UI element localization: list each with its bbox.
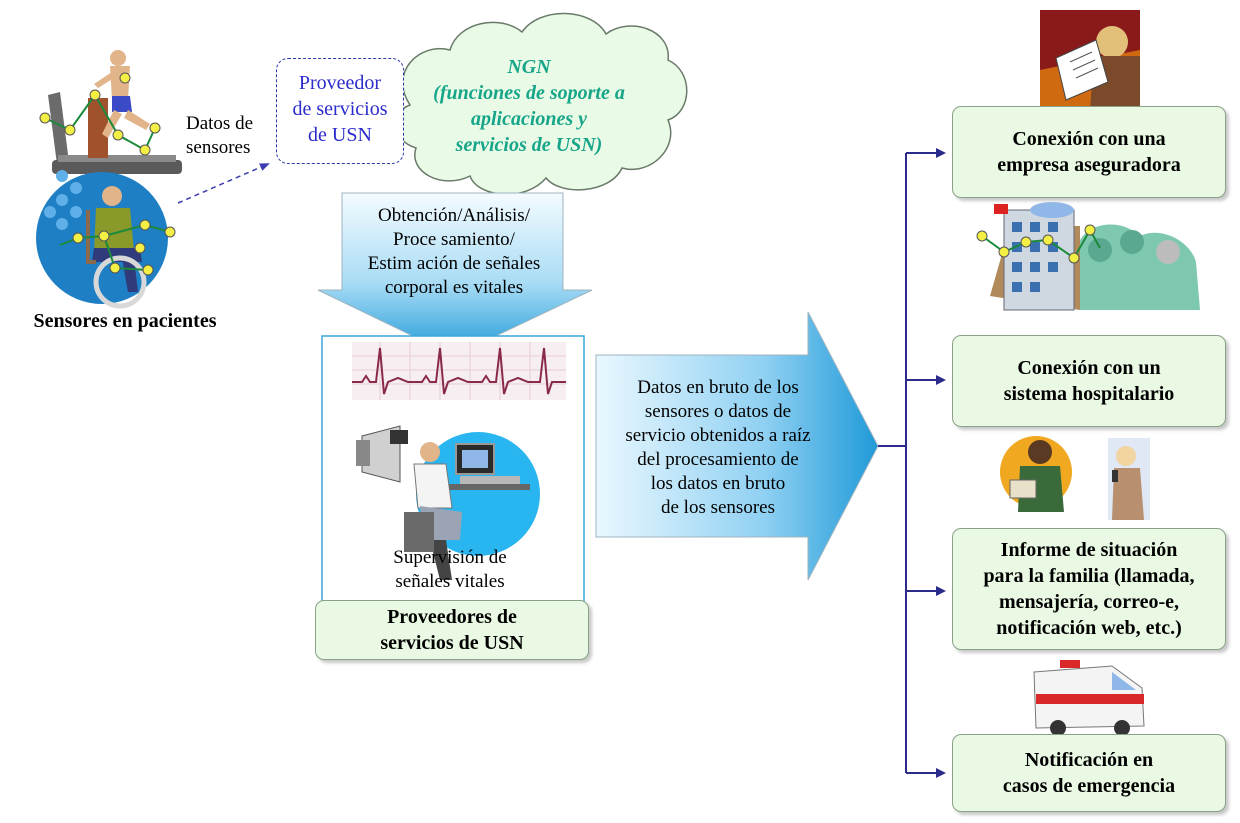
processing-line: corporal es vitales [384, 277, 524, 298]
processing-label: Obtención/Análisis/ Proce samiento/ Esti… [326, 204, 582, 300]
sensor-data-arrow [177, 163, 270, 204]
ecg-strip-icon [352, 342, 566, 400]
monitoring-caption: Supervisión de señales vitales [340, 546, 560, 594]
monitoring-caption-line: señales vitales [395, 571, 505, 592]
output-line: Conexión con una [1012, 128, 1166, 150]
ngn-cloud-line: NGN [507, 56, 551, 78]
data-flow-right-arrow [595, 311, 879, 581]
output-line: Conexión con un [1017, 357, 1161, 379]
processing-line: Obtención/Análisis/ [378, 205, 530, 226]
usn-providers-line: servicios de USN [380, 632, 524, 654]
usn-provider-line: de servicios [292, 98, 388, 120]
output-line: sistema hospitalario [1003, 383, 1175, 405]
wheelchair-patient-icon [36, 170, 176, 309]
usn-providers-box: Proveedores de servicios de USN [315, 600, 589, 660]
output-line: notificación web, etc.) [996, 617, 1182, 639]
processing-down-arrow [317, 192, 593, 357]
usn-provider-line: de USN [308, 124, 372, 146]
output-line: Notificación en [1024, 749, 1154, 771]
ngn-cloud-line: (funciones de soporte a [433, 82, 625, 104]
raw-data-line: servicio obtenidos a raíz [625, 425, 811, 446]
raw-data-line: sensores o datos de [644, 401, 792, 422]
ngn-cloud-label: NGN (funciones de soporte a aplicaciones… [398, 54, 660, 158]
raw-data-label: Datos en bruto de los sensores o datos d… [598, 376, 838, 520]
sensor-data-label: Datos de sensores [186, 112, 286, 160]
ngn-cloud [394, 12, 688, 196]
usn-provider-box [276, 58, 404, 164]
ambulance-icon [1033, 660, 1145, 736]
monitoring-caption-line: Supervisión de [393, 547, 507, 568]
distribution-connector [878, 148, 946, 778]
treadmill-patient-icon [39, 50, 182, 174]
output-line: Informe de situación [1000, 539, 1178, 561]
output-line: empresa aseguradora [997, 154, 1181, 176]
usn-provider-line: Proveedor [298, 72, 382, 94]
emergency-notification-box: Notificación en casos de emergencia [952, 734, 1226, 812]
insurance-agent-icon [1040, 10, 1140, 110]
raw-data-line: de los sensores [661, 497, 775, 518]
raw-data-line: Datos en bruto de los [637, 377, 799, 398]
hospital-connection-box: Conexión con un sistema hospitalario [952, 335, 1226, 427]
processing-line: Proce samiento/ [393, 229, 515, 250]
sensor-data-label-line: sensores [186, 137, 251, 158]
usn-provider-label: Proveedor de servicios de USN [270, 70, 410, 148]
hospital-surgeons-icon [976, 202, 1200, 311]
sensor-data-label-line: Datos de [186, 113, 254, 134]
output-line: mensajería, correo-e, [998, 591, 1180, 613]
family-phone-icon [1000, 436, 1150, 520]
raw-data-line: del procesamiento de [637, 449, 799, 470]
ngn-cloud-line: aplicaciones y [470, 108, 588, 130]
family-report-box: Informe de situación para la familia (ll… [952, 528, 1226, 650]
output-line: casos de emergencia [1002, 775, 1176, 797]
patients-caption: Sensores en pacientes [33, 310, 217, 332]
ngn-cloud-line: servicios de USN) [455, 134, 603, 156]
raw-data-line: los datos en bruto [650, 473, 786, 494]
doctor-computer-icon [356, 425, 540, 580]
output-line: para la familia (llamada, [983, 565, 1195, 587]
processing-line: Estim ación de señales [367, 253, 541, 274]
insurance-connection-box: Conexión con una empresa aseguradora [952, 106, 1226, 198]
usn-providers-line: Proveedores de [387, 606, 517, 628]
